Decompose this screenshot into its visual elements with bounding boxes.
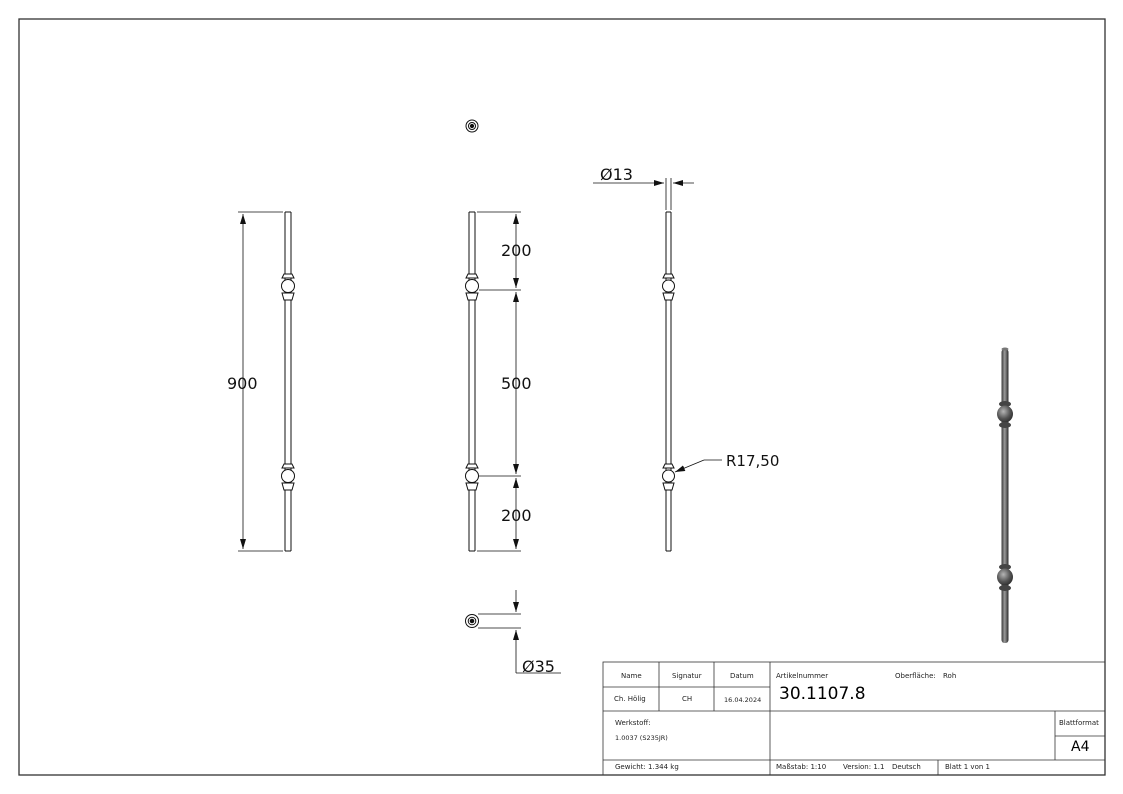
title-block: [602, 661, 1106, 776]
dim-overall-length: 900: [227, 374, 258, 393]
date-header: Datum: [730, 672, 754, 680]
weight: Gewicht: 1.344 kg: [615, 763, 679, 771]
view-side: [593, 178, 722, 552]
signature-value: CH: [682, 695, 693, 703]
material-value: 1.0037 (S235JR): [615, 734, 668, 742]
dim-segment-middle: 500: [501, 374, 532, 393]
name-value: Ch. Hölig: [614, 695, 646, 703]
article-number: 30.1107.8: [779, 684, 866, 704]
surface-label: Oberfläche:: [895, 672, 936, 680]
view-bottom: [465, 590, 561, 674]
view-front-segments: [465, 211, 521, 552]
sheet-number: Blatt 1 von 1: [945, 763, 990, 771]
view-top: [465, 119, 479, 133]
date-value: 16.04.2024: [724, 696, 762, 704]
view-front-overall: [238, 211, 295, 552]
dim-ball-diameter: Ø35: [522, 657, 555, 676]
dim-segment-top: 200: [501, 241, 532, 260]
format-label: Blattformat: [1059, 719, 1099, 727]
article-label: Artikelnummer: [776, 672, 829, 680]
language: Deutsch: [892, 763, 921, 771]
signature-header: Signatur: [672, 672, 702, 680]
sheet-border: [18, 18, 1106, 776]
dim-radius: R17,50: [726, 452, 780, 470]
diameter-symbol-icon: Ø: [600, 165, 613, 184]
name-header: Name: [621, 672, 642, 680]
scale: Maßstab: 1:10: [776, 763, 827, 771]
dim-ball-diameter-value: 35: [534, 657, 555, 676]
version: Version: 1.1: [843, 763, 885, 771]
diameter-symbol-icon: Ø: [522, 657, 535, 676]
format-value: A4: [1071, 739, 1090, 755]
material-label: Werkstoff:: [615, 719, 651, 727]
dim-rod-diameter-value: 13: [612, 165, 633, 184]
dim-rod-diameter: Ø13: [600, 165, 633, 184]
surface-value: Roh: [943, 672, 957, 680]
dim-segment-bottom: 200: [501, 506, 532, 525]
view-3d-render: [997, 347, 1013, 643]
